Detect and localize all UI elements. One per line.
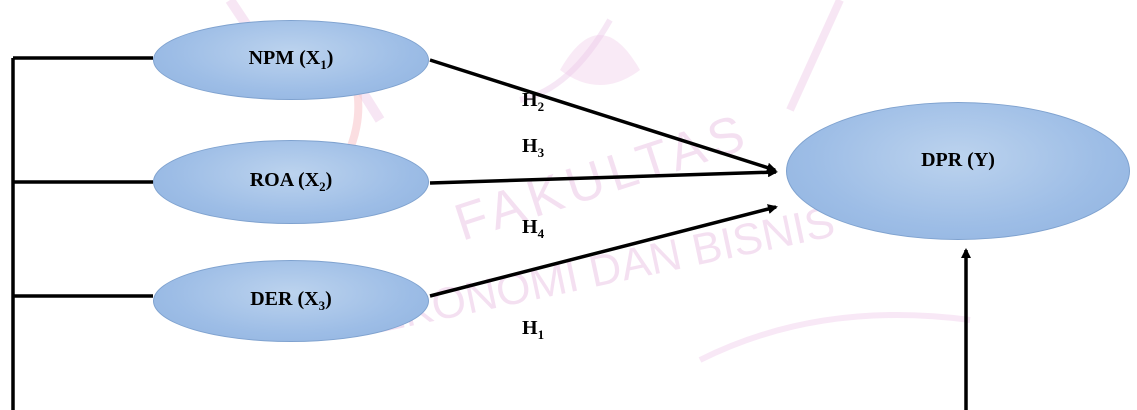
- hypothesis-h1: H1: [522, 317, 545, 342]
- der-label: DER (X3): [250, 288, 332, 313]
- npm-node: NPM (X1): [153, 20, 429, 100]
- hypothesis-h4: H4: [522, 216, 545, 241]
- arrow-der-dpr: [429, 204, 778, 298]
- dpr-label: DPR (Y): [921, 149, 995, 171]
- roa-label: ROA (X2): [249, 169, 333, 194]
- arrow-roa-dpr: [429, 167, 778, 185]
- roa-node: ROA (X2): [153, 140, 429, 224]
- arrow-npm-dpr: [429, 58, 777, 173]
- der-node: DER (X3): [153, 260, 429, 342]
- hypothesis-h3: H3: [522, 135, 545, 160]
- hypothesis-h2: H2: [522, 89, 545, 114]
- npm-label: NPM (X1): [248, 47, 334, 72]
- dpr-node: DPR (Y): [786, 102, 1130, 240]
